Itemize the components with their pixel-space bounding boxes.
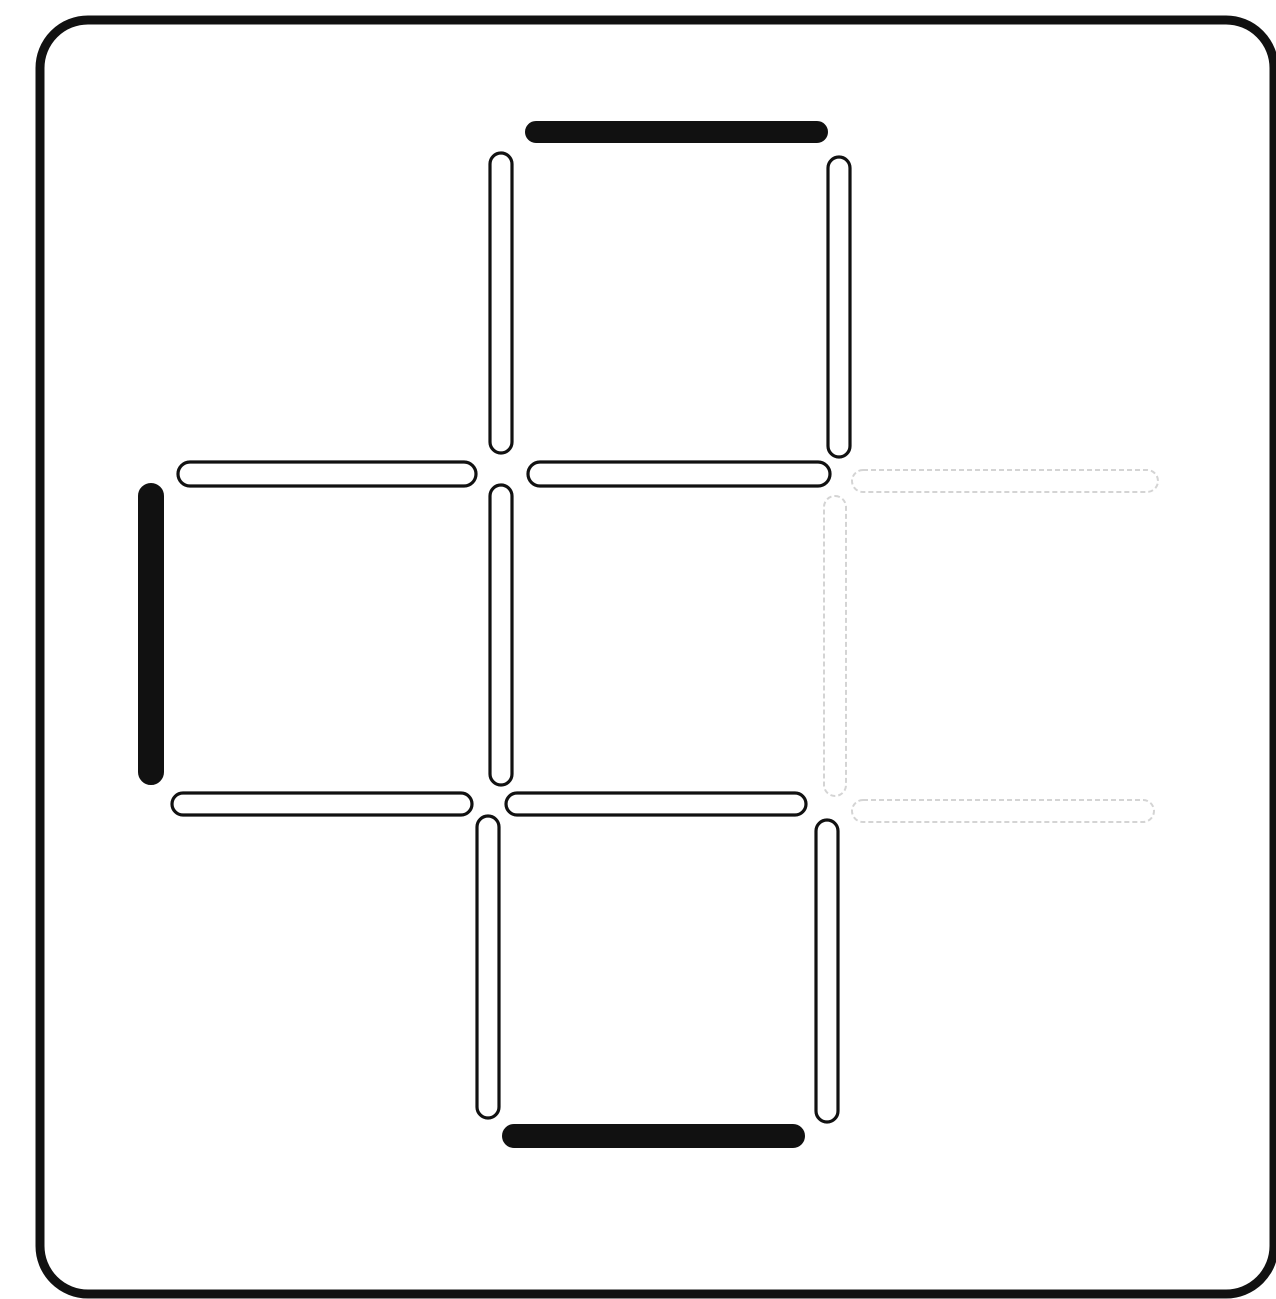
matchstick-right-cell-left	[824, 496, 846, 796]
matchstick-top-cell-left	[490, 153, 512, 453]
matchstick-bottom-cell-right	[816, 820, 838, 1122]
puzzle-frame	[40, 20, 1274, 1294]
matchstick-top-cell-right	[828, 157, 850, 457]
matchstick-middle-row-top-left	[178, 462, 476, 486]
matchstick-middle-row-bottom-left	[172, 793, 472, 815]
matchstick-middle-row-bottom-right	[852, 800, 1154, 822]
matchstick-left-cell-left	[139, 484, 163, 784]
matchstick-bottom-cell-left	[477, 816, 499, 1118]
matchstick-bottom-cell-bottom	[503, 1125, 804, 1147]
matchstick-top-cell-top	[526, 122, 827, 142]
matchstick-middle-row-top-center	[528, 462, 830, 486]
matchstick-middle-row-top-right	[852, 470, 1158, 492]
matchstick-center-divider	[490, 485, 512, 785]
matchstick-middle-row-bottom-center	[506, 793, 806, 815]
